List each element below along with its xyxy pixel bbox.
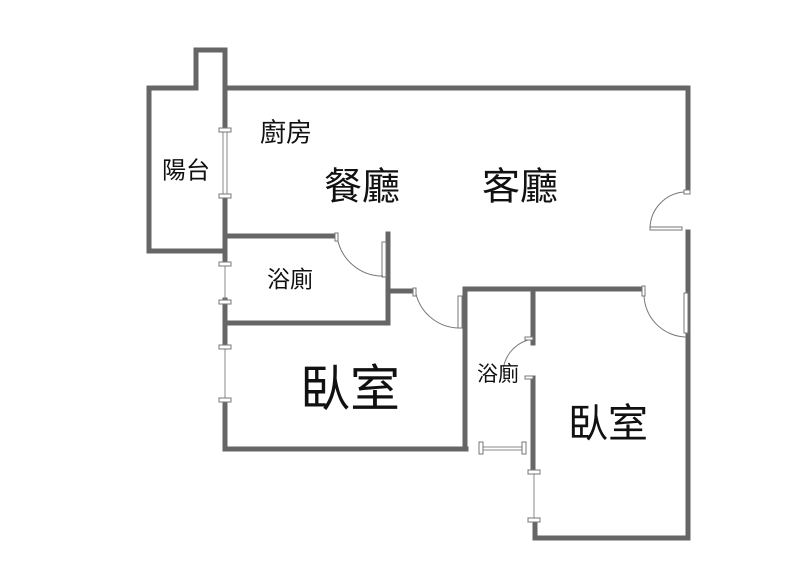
window-bedroom1 [218, 344, 232, 403]
room-label-balcony: 陽台 [162, 156, 210, 185]
room-label-bath1: 浴廁 [267, 267, 313, 293]
bath1-wall [222, 231, 391, 326]
room-label-bedroom1: 臥室 [300, 360, 400, 418]
room-label-dining: 餐廳 [323, 164, 401, 209]
room-label-bath2: 浴廁 [477, 362, 519, 386]
room-label-living: 客廳 [481, 164, 559, 209]
door-bath1[interactable] [334, 232, 387, 278]
exterior-right-wall [532, 229, 691, 541]
window-bedroom2 [527, 469, 541, 523]
bath2-wall [462, 286, 644, 473]
left-wall [222, 85, 469, 452]
window-balcony [218, 127, 232, 199]
window-bath2 [478, 441, 527, 455]
exterior-top-wall [222, 85, 691, 193]
balcony-wall [146, 47, 228, 254]
room-label-kitchen: 廚房 [259, 118, 313, 149]
door-bedroom1[interactable] [412, 287, 463, 329]
room-label-bedroom2: 臥室 [568, 401, 648, 447]
entrance-door[interactable] [649, 189, 691, 231]
window-bath1 [218, 261, 232, 305]
door-bedroom2[interactable] [641, 285, 689, 338]
door-bath2[interactable] [502, 336, 534, 380]
